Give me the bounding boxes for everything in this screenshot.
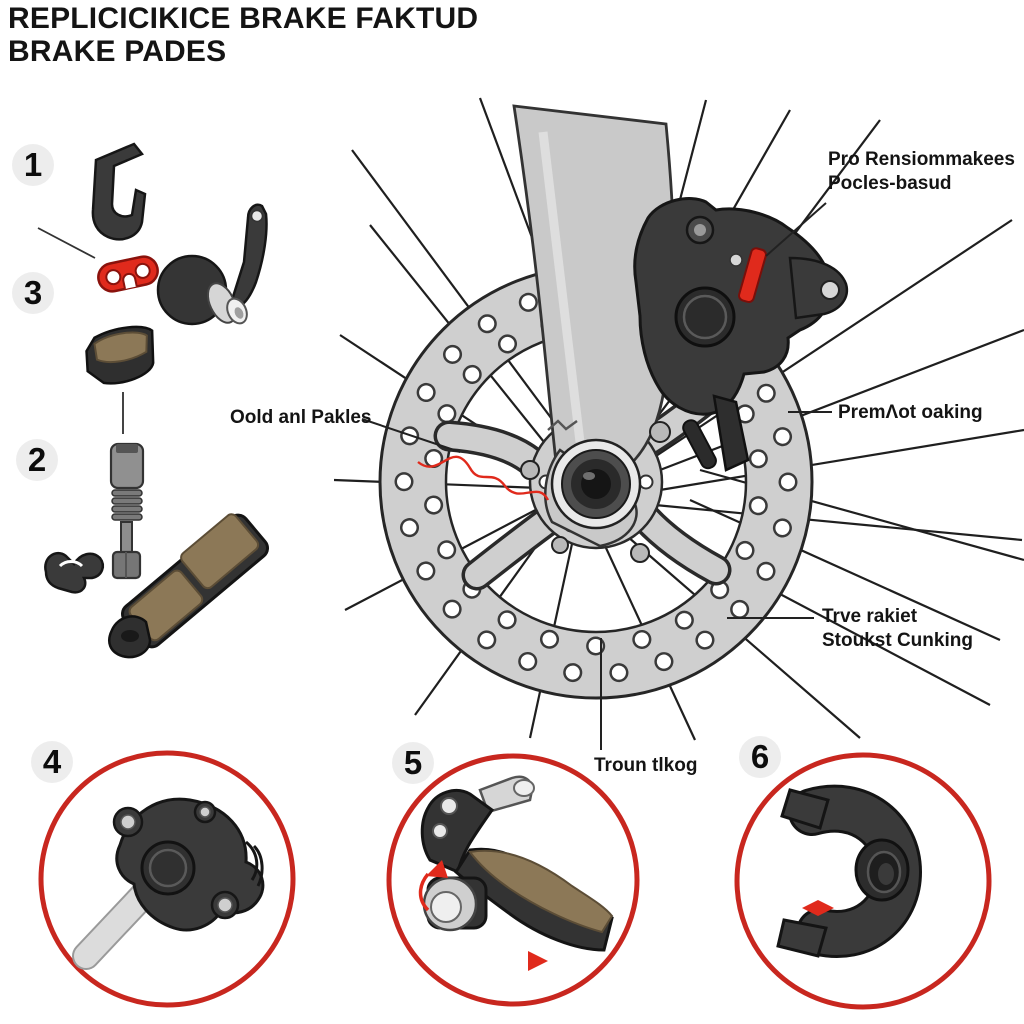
brake-caliper xyxy=(633,197,849,472)
caliper-red-pad xyxy=(738,247,767,303)
detail-circle-4 xyxy=(38,750,296,1008)
red-pointer-triangle xyxy=(528,951,548,971)
detail-4-caliper-body xyxy=(72,797,265,970)
step-badge-1: 1 xyxy=(12,144,54,186)
part-pad-retainer-block xyxy=(108,615,152,659)
part-red-link xyxy=(97,255,159,293)
step-badge-6: 6 xyxy=(739,736,781,778)
wheel-hub xyxy=(520,419,717,563)
callout-rotor-lower-right-line1: Trve rakiet xyxy=(822,606,918,627)
part-caliper-unit xyxy=(156,203,268,326)
callout-rotor-lower-right: Trve rakiet Stoukst Cunking xyxy=(822,605,973,653)
callout-old-pads-line1: Oold anl Pakles xyxy=(230,407,372,428)
detail-5-pad-holder xyxy=(418,775,614,971)
rotor-holes-outer xyxy=(397,283,795,681)
callout-caliper-line2: Pocles-basud xyxy=(828,172,952,194)
callout-old-pads: Oold anl Pakles xyxy=(230,406,372,430)
page-title: REPLICICIKICE BRAKE FAKTUD BRAKE PADES xyxy=(8,2,478,68)
leader-line-step1 xyxy=(37,227,96,259)
callout-rotor-lower-right-line2: Stoukst Cunking xyxy=(822,629,973,651)
caliper-mount-arm xyxy=(788,256,849,320)
page-title-line1: REPLICICIKICE BRAKE FAKTUD xyxy=(8,2,479,35)
page-title-line2: BRAKE PADES xyxy=(8,35,227,68)
caliper-lever xyxy=(712,394,750,472)
step-badge-4: 4 xyxy=(31,741,73,783)
detail-6-clamp xyxy=(776,784,923,958)
callout-bottom-center: Troun tlkog xyxy=(594,754,697,778)
callout-caliper: Pro Rensiommakees Pocles-basud xyxy=(828,148,1015,196)
callout-bottom-center-line1: Troun tlkog xyxy=(594,755,698,776)
red-diamond-marker xyxy=(802,900,834,916)
fork-detail-mark xyxy=(547,419,578,431)
part-retaining-spring xyxy=(91,142,147,241)
detail-circle-5 xyxy=(386,753,640,1007)
part-retainer-clip xyxy=(44,551,104,594)
callout-rotor-right-line1: PremΛot oaking xyxy=(838,402,983,423)
red-rotate-arrow xyxy=(418,872,430,912)
part-brake-pad-single xyxy=(85,325,155,385)
step-badge-2: 2 xyxy=(16,439,58,481)
callout-leader-lines xyxy=(361,202,832,750)
step-badge-5: 5 xyxy=(392,742,434,784)
callout-rotor-right: PremΛot oaking xyxy=(838,401,983,425)
axle-lever xyxy=(682,419,717,470)
step-badge-3: 3 xyxy=(12,272,54,314)
callout-caliper-line1: Pro Rensiommakees xyxy=(828,149,1015,170)
brake-cable xyxy=(417,455,550,501)
part-brake-pads-pair xyxy=(121,513,269,649)
part-adjuster-bolt xyxy=(109,442,145,580)
detail-circle-6 xyxy=(734,752,992,1010)
